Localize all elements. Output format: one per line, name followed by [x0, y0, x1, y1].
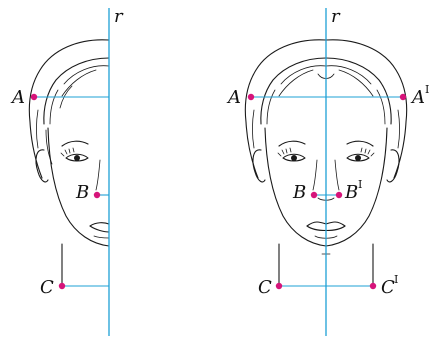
- right-point-B-prime: [335, 191, 343, 199]
- left-half-face: [28, 39, 110, 287]
- right-label-B: B: [292, 182, 306, 203]
- right-label-A-prime-mark: I: [425, 83, 429, 96]
- right-point-C: [275, 282, 283, 290]
- left-point-C: [58, 282, 66, 290]
- left-label-C: C: [40, 277, 54, 298]
- right-label-C-prime: C: [381, 277, 395, 298]
- right-point-B: [310, 191, 318, 199]
- left-axis-label: r: [114, 6, 124, 27]
- right-label-A-prime: A: [410, 87, 425, 108]
- right-label-C: C: [258, 277, 272, 298]
- right-label-B-prime-mark: I: [358, 178, 362, 191]
- right-label-A: A: [226, 87, 241, 108]
- right-label-C-prime-mark: I: [394, 273, 398, 286]
- right-full-face: [244, 39, 408, 287]
- right-point-A: [247, 93, 255, 101]
- left-label-B: B: [75, 182, 89, 203]
- right-axis-label: r: [331, 6, 341, 27]
- right-point-C-prime: [369, 282, 377, 290]
- left-label-A: A: [10, 87, 25, 108]
- left-point-A: [30, 93, 38, 101]
- left-point-B: [93, 191, 101, 199]
- right-label-B-prime: B: [344, 182, 358, 203]
- right-point-A-prime: [399, 93, 407, 101]
